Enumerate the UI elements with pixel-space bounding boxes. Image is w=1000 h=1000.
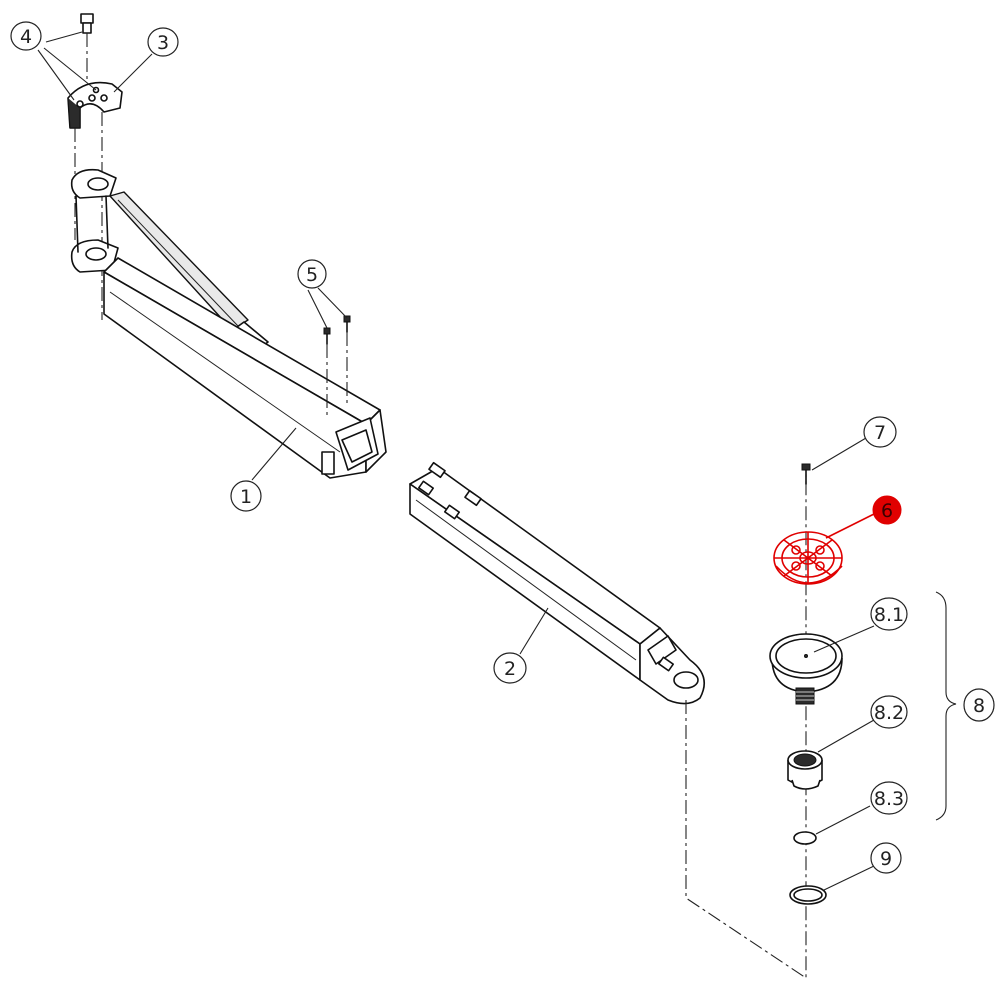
part-1-main-arm[interactable] <box>70 168 387 479</box>
callout-6-label: 6 <box>881 500 893 522</box>
callout-1: 1 <box>230 480 262 512</box>
part-7-screw[interactable] <box>801 463 811 485</box>
callout-1-label: 1 <box>240 486 252 508</box>
part-8-3-washer[interactable] <box>793 831 817 845</box>
part-5-screws[interactable] <box>323 315 351 418</box>
callout-3-label: 3 <box>157 32 169 54</box>
group-8-bracket <box>935 591 957 821</box>
callout-8-label: 8 <box>973 695 985 717</box>
callout-2-label: 2 <box>504 658 516 680</box>
part-8-2-bush[interactable] <box>787 750 823 790</box>
callout-9-label: 9 <box>880 848 892 870</box>
callout-6-highlighted: 6 <box>872 495 902 525</box>
callout-7: 7 <box>863 416 897 448</box>
callout-8-1: 8.1 <box>870 597 908 631</box>
callout-4-label: 4 <box>20 26 32 48</box>
callout-8-2-label: 8.2 <box>874 702 904 724</box>
callout-9: 9 <box>870 842 902 874</box>
callout-5: 5 <box>297 259 327 289</box>
callout-3: 3 <box>147 27 179 57</box>
callout-8-1-label: 8.1 <box>874 604 904 626</box>
callout-8-3: 8.3 <box>870 781 908 815</box>
part-4-screw[interactable] <box>80 13 94 80</box>
assembly-axis <box>685 466 807 980</box>
callout-7-label: 7 <box>874 422 886 444</box>
callout-2: 2 <box>493 652 527 684</box>
callout-8-3-label: 8.3 <box>874 788 904 810</box>
callout-8-2: 8.2 <box>870 695 908 729</box>
callout-8: 8 <box>963 688 995 722</box>
callout-5-label: 5 <box>306 264 318 286</box>
leader-lines <box>37 31 875 891</box>
part-8-1-foot-pad[interactable] <box>769 633 843 705</box>
callout-4: 4 <box>10 21 42 51</box>
part-6-disc-highlighted[interactable] <box>773 531 843 585</box>
part-9-retaining-ring[interactable] <box>789 885 827 905</box>
part-2-extension-arm[interactable] <box>409 461 706 705</box>
